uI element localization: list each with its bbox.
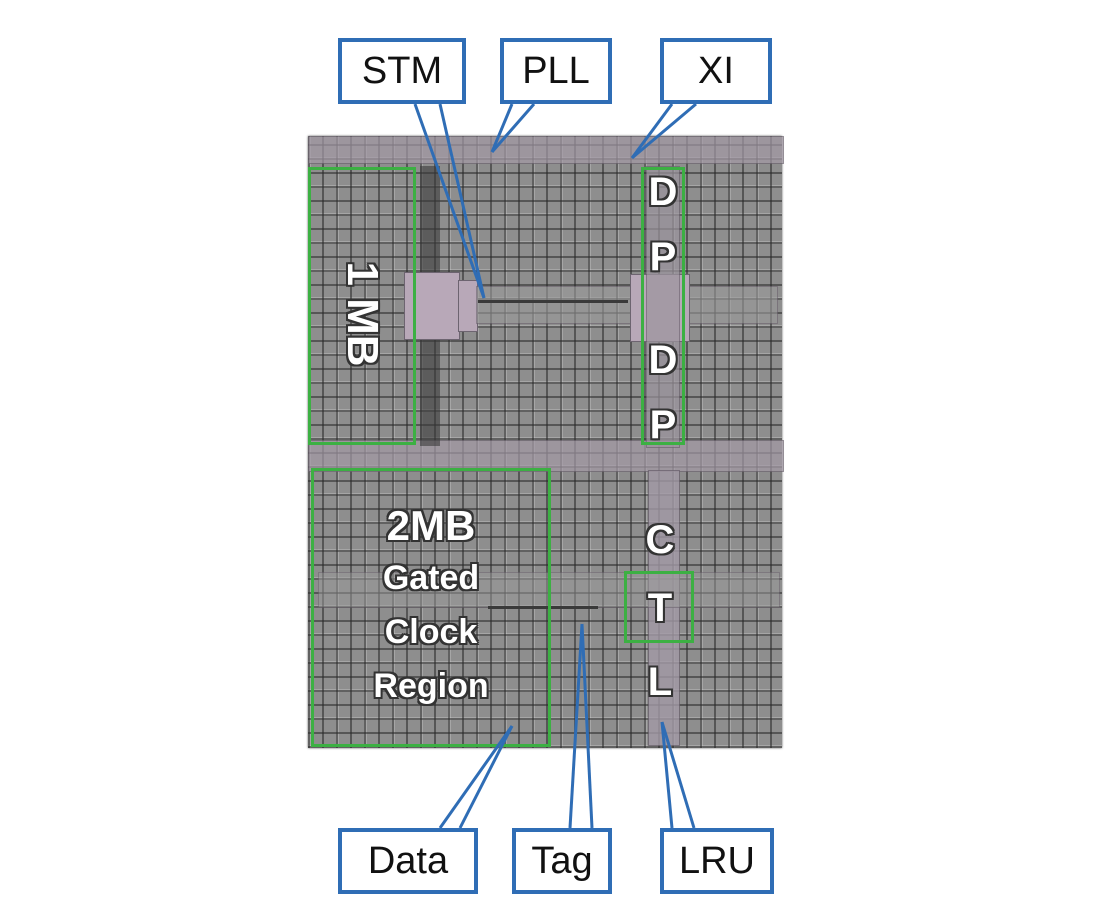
xi-leader-a [630, 103, 674, 159]
stm-leader-a [413, 103, 486, 299]
lru-leader-b [660, 721, 696, 829]
upper-horizontal-strip [476, 286, 778, 324]
stm-wire [478, 300, 628, 303]
callout-xi: XI [660, 38, 772, 104]
callout-tag-text: Tag [531, 839, 593, 882]
callout-lru-text: LRU [678, 839, 756, 882]
label-2mb-gated-clock-region: 2MB Gated Clock Region [311, 502, 551, 705]
region-dp-box [641, 167, 685, 445]
xi-leader-b [631, 102, 697, 160]
tag-wire [488, 606, 598, 609]
label-dp-letter-1: D [648, 170, 678, 214]
tag-leader-a [568, 623, 584, 829]
callout-tag: Tag [512, 828, 612, 894]
label-dp-letter-4: P [649, 403, 677, 447]
callout-pll: PLL [500, 38, 612, 104]
callout-data-text: Data [367, 839, 449, 882]
tag-leader-b [580, 623, 594, 829]
label-dp-letter-2: P [649, 235, 677, 279]
label-clock-line: Clock [384, 613, 478, 651]
pll-leader-b [490, 103, 536, 153]
callout-lru: LRU [660, 828, 774, 894]
label-2mb-line: 2MB [386, 502, 476, 549]
middle-logic-band [308, 440, 784, 472]
ctl-vertical-channel [648, 470, 680, 746]
top-logic-band [308, 136, 784, 164]
callout-data: Data [338, 828, 478, 894]
label-ctl-letter-c: C [645, 518, 675, 562]
region-1mb-box [308, 167, 416, 445]
region-2mb-box [311, 468, 551, 747]
pll-leader-a [490, 103, 514, 153]
callout-stm: STM [338, 38, 466, 104]
label-ctl-letter-t: T [647, 586, 673, 630]
label-ctl-letter-l: L [647, 660, 673, 704]
data-leader-a [438, 725, 514, 829]
callout-stm-text: STM [361, 49, 443, 92]
region-ctl-t-box [624, 571, 694, 643]
callout-xi-text: XI [698, 49, 734, 92]
lru-leader-a [660, 721, 674, 829]
data-leader-b [458, 725, 514, 829]
label-gated-line: Gated [382, 559, 480, 597]
dp-vertical-channel [646, 166, 680, 448]
stm-leader-b [438, 103, 486, 299]
callout-pll-text: PLL [522, 49, 590, 92]
label-dp-letter-3: D [648, 338, 678, 382]
label-region-line: Region [373, 667, 489, 705]
chip-die-image [308, 136, 784, 748]
